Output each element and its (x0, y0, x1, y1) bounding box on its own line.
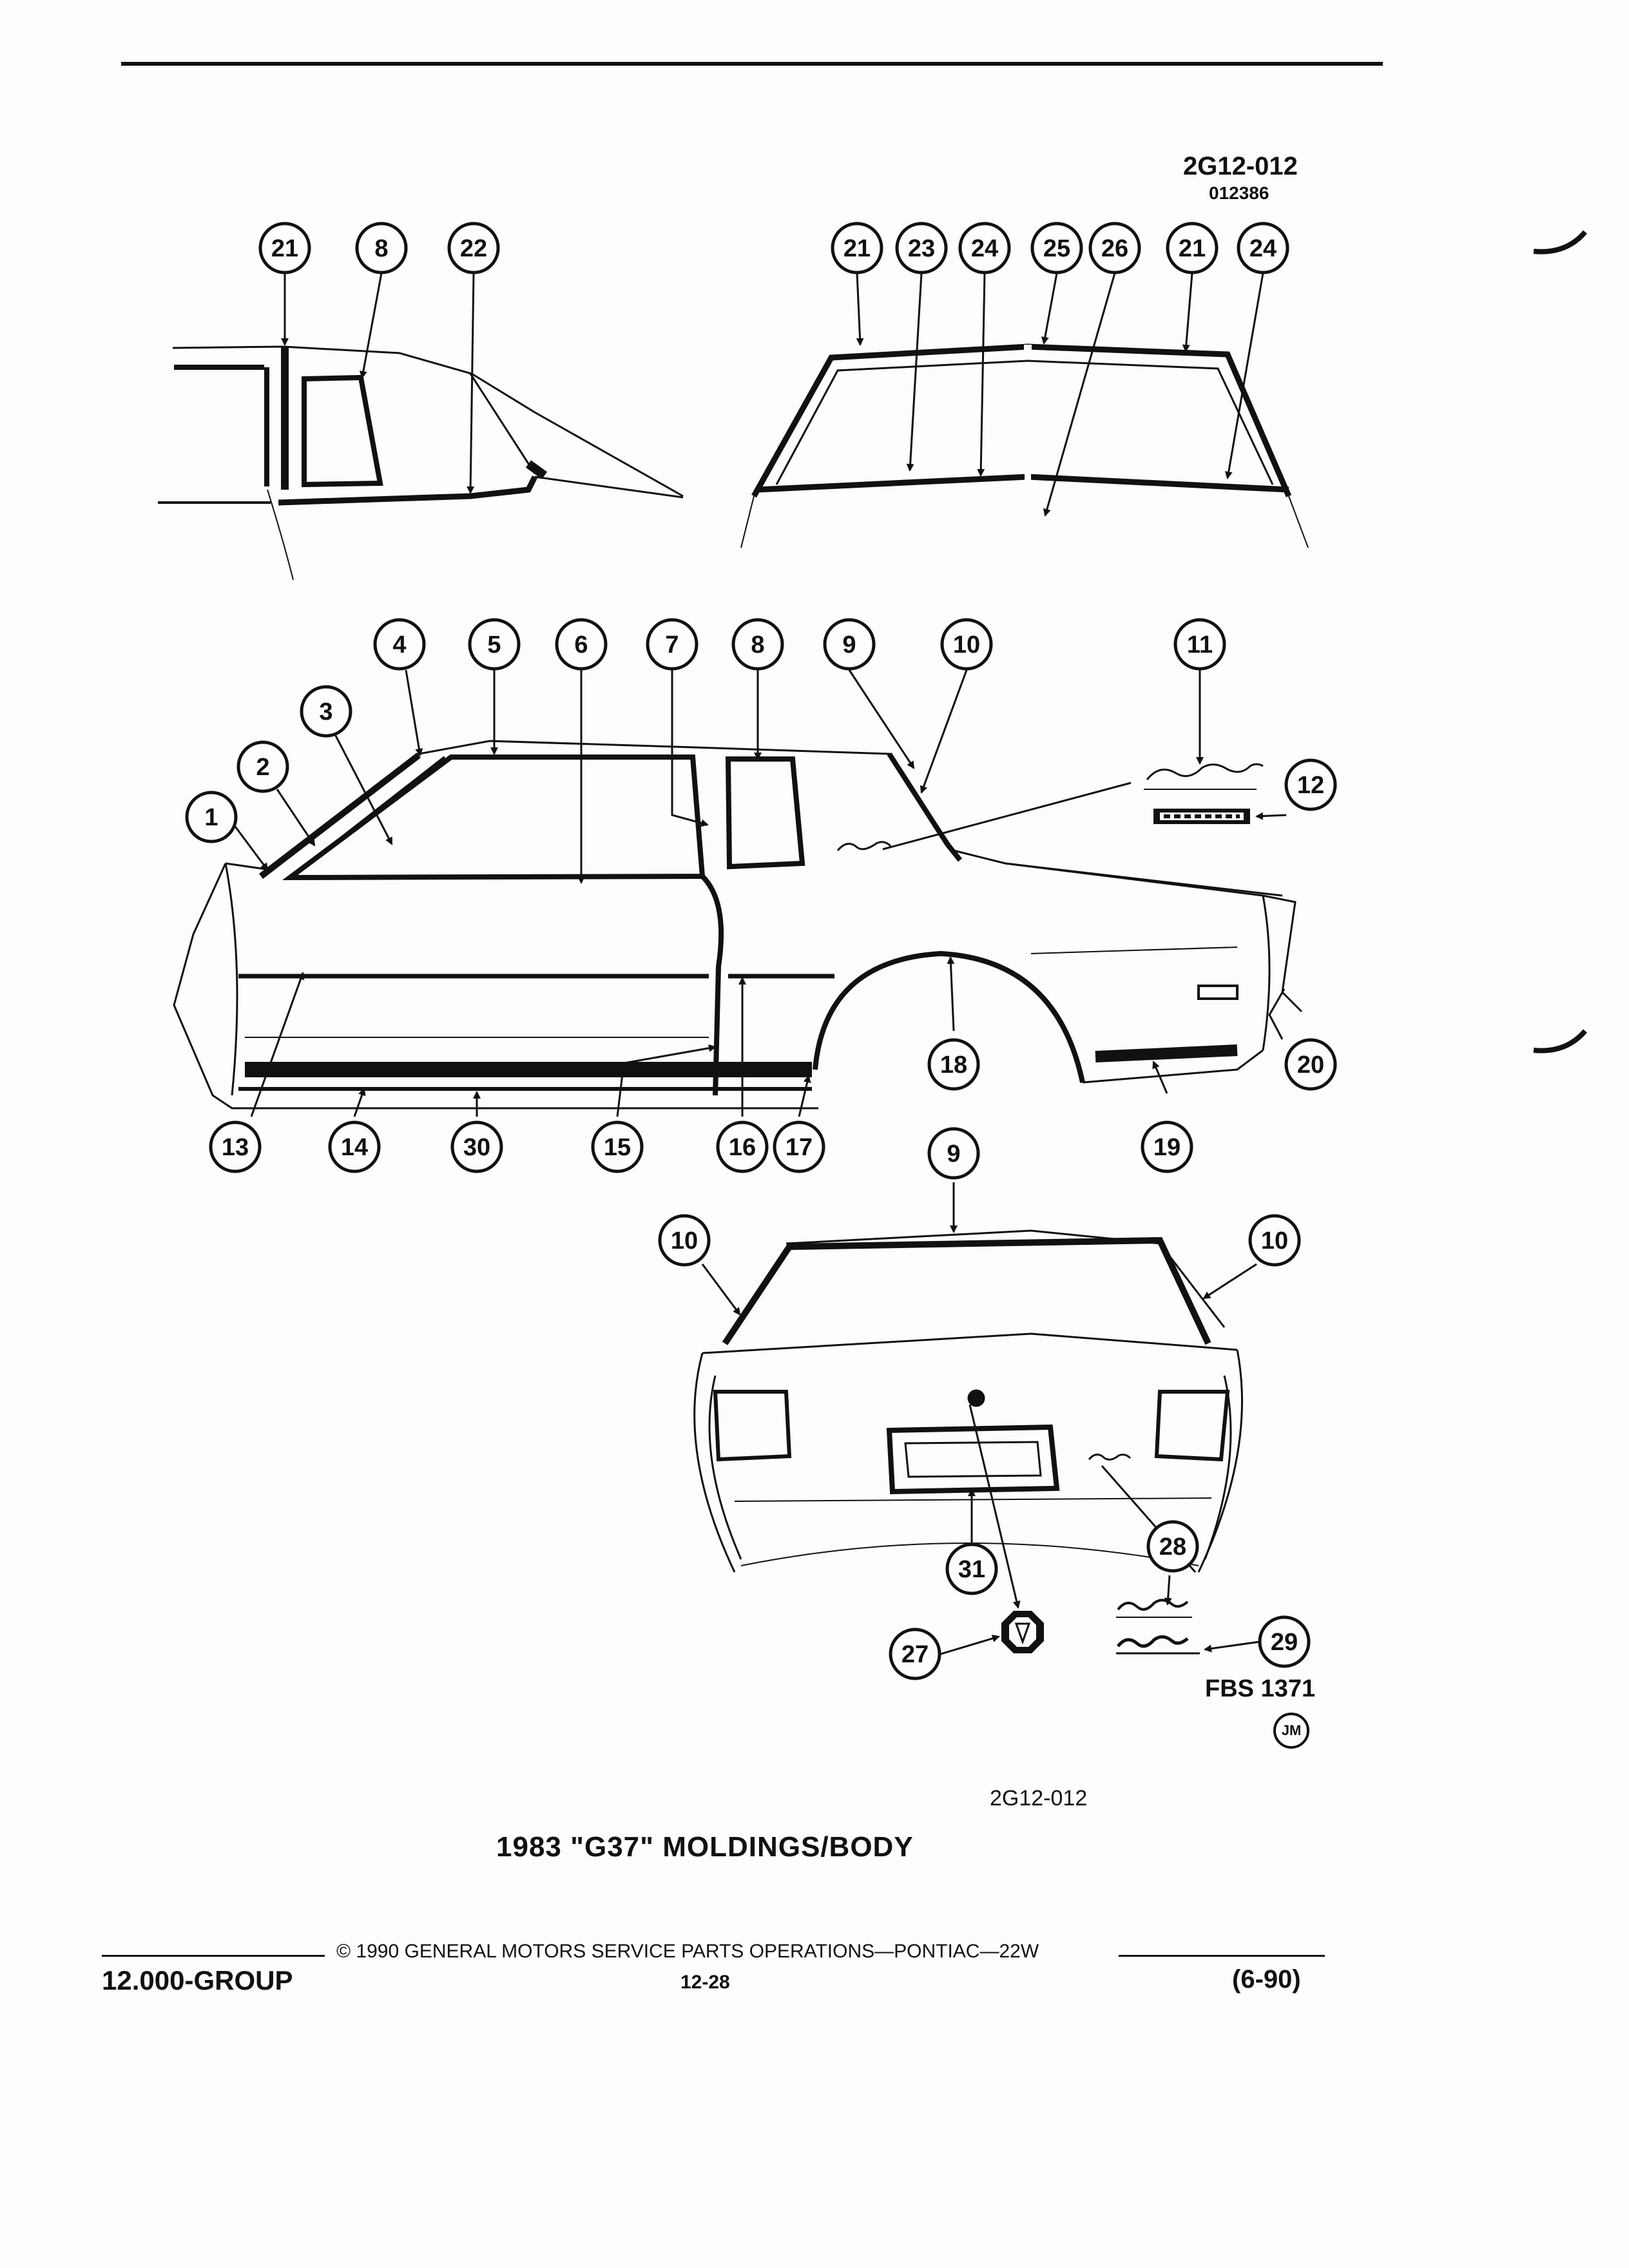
footer-rule-right (1119, 1955, 1325, 1957)
callout-23: 23 (907, 235, 936, 262)
artwork-code: FBS 1371 (1205, 1675, 1316, 1702)
callout-24: 24 (1249, 235, 1277, 262)
callout-8: 8 (751, 631, 765, 658)
footer-group: 12.000-GROUP (102, 1965, 293, 1995)
footer-copyright: © 1990 GENERAL MOTORS SERVICE PARTS OPER… (336, 1941, 1039, 1962)
emblem-crest-27 (1001, 1611, 1044, 1653)
car-rear-view (693, 1229, 1243, 1573)
footer-revision: (6-90) (1232, 1965, 1301, 1994)
callout-21: 21 (271, 235, 299, 262)
car-side-view (173, 740, 1303, 1110)
callout-12: 12 (1296, 772, 1325, 799)
callout-6: 6 (574, 631, 588, 658)
callout-20: 20 (1296, 1052, 1325, 1079)
callout-26: 26 (1101, 235, 1129, 262)
callout-25: 25 (1043, 235, 1071, 262)
header-rule (121, 62, 1383, 66)
callout-5: 5 (487, 631, 501, 658)
callout-10: 10 (1260, 1227, 1289, 1254)
callout-11: 11 (1186, 631, 1213, 658)
callout-21: 21 (843, 235, 871, 262)
callout-19: 19 (1153, 1134, 1181, 1161)
callout-10: 10 (670, 1227, 699, 1254)
emblem-nameplate-12 (1153, 809, 1250, 824)
figure-sub-number: 012386 (1209, 183, 1269, 203)
callout-18: 18 (940, 1052, 968, 1079)
callout-9: 9 (842, 631, 856, 658)
callout-30: 30 (463, 1134, 491, 1161)
callout-1: 1 (204, 804, 218, 831)
callout-7: 7 (665, 631, 679, 658)
emblem-script-11 (1144, 763, 1264, 790)
artist-initials-badge: JM (1273, 1713, 1309, 1749)
callout-10: 10 (952, 631, 981, 658)
callout-28: 28 (1159, 1533, 1187, 1561)
callout-13: 13 (221, 1134, 249, 1161)
quarter-window-detail (158, 345, 684, 581)
figure-number: 2G12-012 (1183, 152, 1298, 180)
callout-8: 8 (374, 235, 389, 262)
callout-3: 3 (319, 698, 333, 726)
callout-16: 16 (728, 1134, 757, 1161)
callout-29: 29 (1270, 1629, 1298, 1656)
figure-reference: 2G12-012 (990, 1786, 1088, 1811)
emblem-script-28 (1116, 1599, 1192, 1618)
callout-21: 21 (1178, 235, 1206, 262)
figure-caption: 1983 "G37" MOLDINGS/BODY (496, 1831, 914, 1863)
callout-9: 9 (947, 1140, 961, 1168)
callout-4: 4 (392, 631, 407, 658)
callout-27: 27 (901, 1641, 929, 1668)
callout-15: 15 (603, 1134, 631, 1161)
artist-initials: JM (1281, 1722, 1302, 1738)
callout-22: 22 (459, 235, 488, 262)
callout-31: 31 (958, 1556, 986, 1583)
callout-14: 14 (340, 1134, 369, 1161)
callout-17: 17 (785, 1134, 813, 1161)
windshield-detail (740, 343, 1309, 548)
emblem-script-29 (1116, 1635, 1200, 1655)
footer-page-number: 12-28 (680, 1972, 730, 1993)
footer-rule-left (102, 1955, 325, 1957)
callout-2: 2 (256, 754, 270, 781)
margin-marks (1533, 230, 1588, 1053)
callout-24: 24 (970, 235, 999, 262)
